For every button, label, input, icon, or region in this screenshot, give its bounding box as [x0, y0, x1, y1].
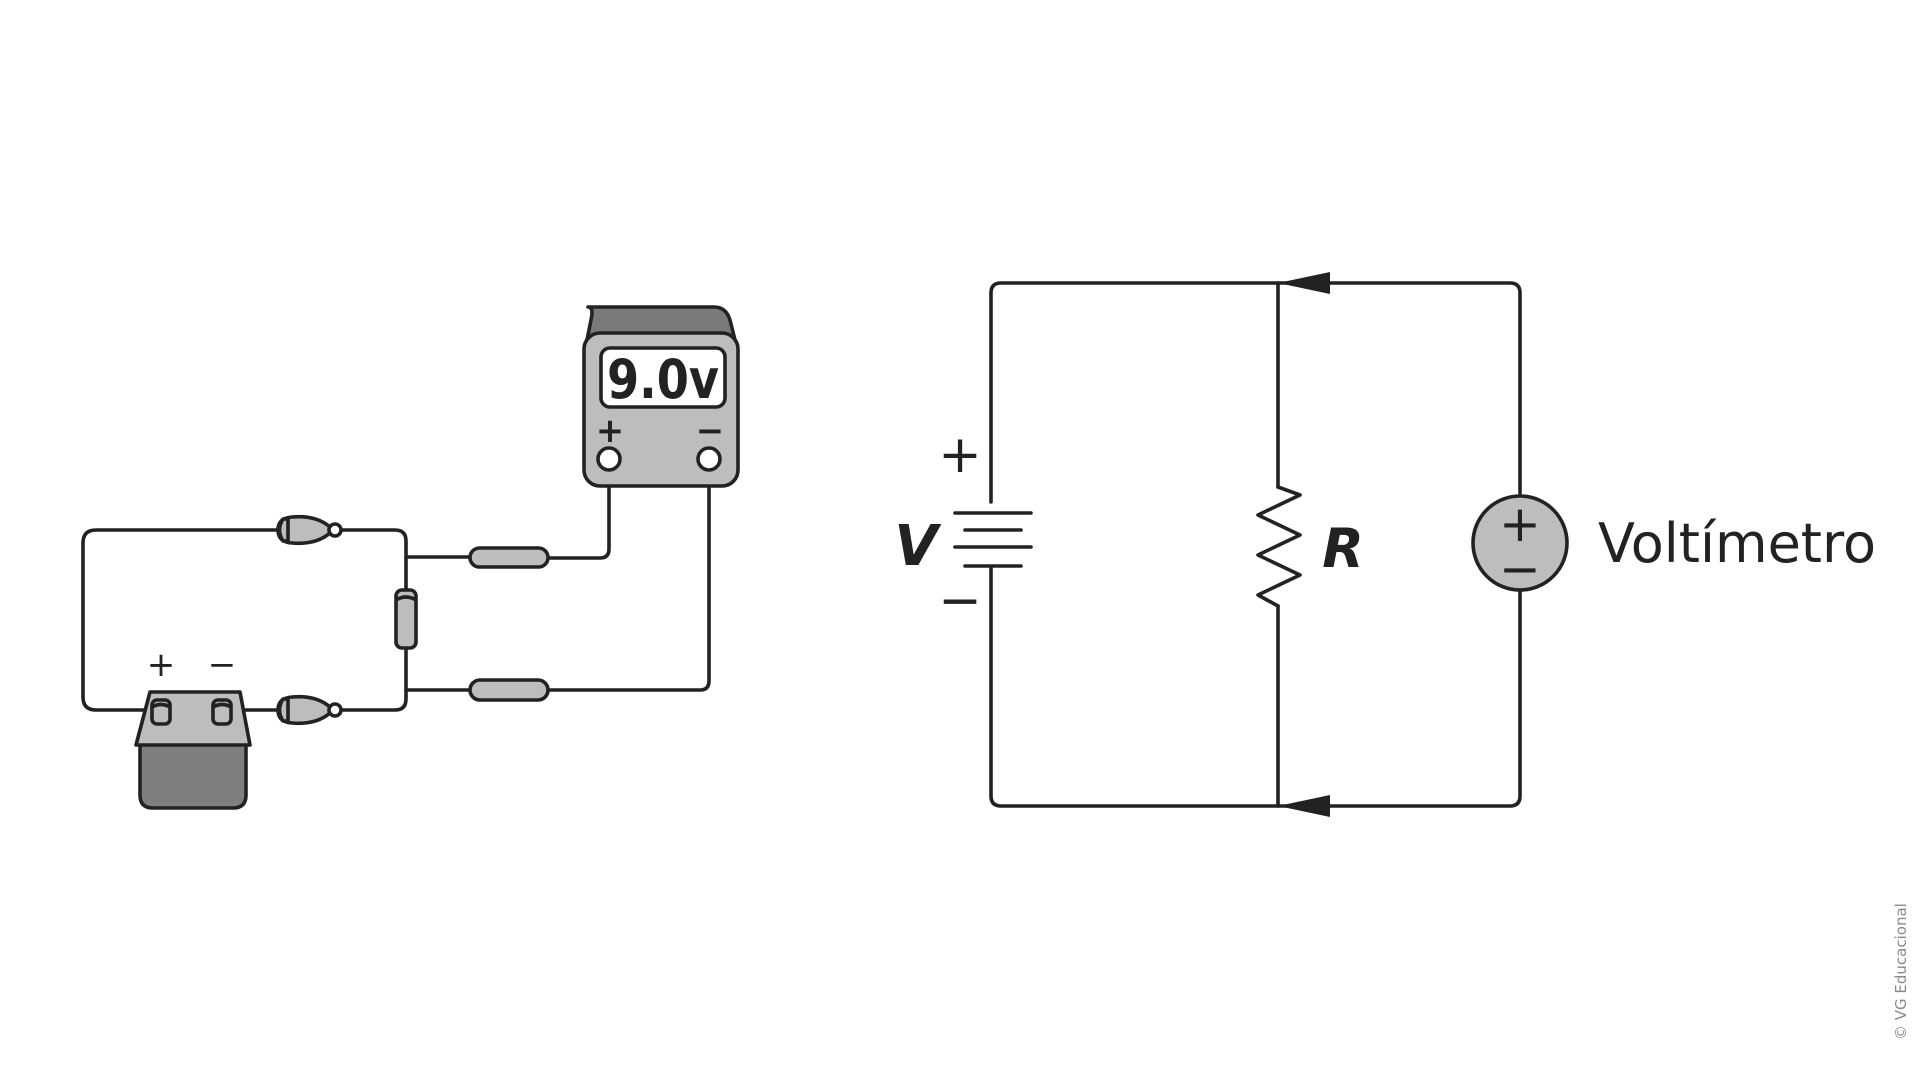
battery-plus-label: + — [147, 645, 176, 685]
alligator-clip-top — [276, 514, 343, 546]
source-plus-label: + — [938, 425, 982, 485]
schematic-left-loop — [989, 281, 1280, 808]
voltmeter-label: Voltímetro — [1598, 512, 1876, 575]
probe-handle-top — [468, 546, 550, 569]
voltmeter-display — [599, 346, 727, 409]
voltmeter-plus-label: + — [596, 411, 625, 451]
battery-pictorial: + − — [134, 645, 252, 810]
voltmeter-reading: 9.0v — [607, 348, 719, 411]
resistor-pictorial — [394, 588, 418, 650]
schematic-right-loop — [1276, 281, 1522, 808]
resistor-symbol — [1256, 485, 1302, 608]
voltmeter-pictorial: 9.0v + − — [582, 305, 740, 488]
current-arrow-top — [1278, 272, 1330, 294]
battery-terminal-positive — [150, 698, 172, 726]
copyright-credit: © VG Educacional — [1892, 903, 1910, 1040]
battery-symbol — [953, 511, 1033, 568]
lead-wire-negative — [546, 468, 711, 692]
circuit-loop-wire — [81, 528, 408, 712]
current-arrow-bottom — [1278, 795, 1330, 817]
lead-wire-positive — [546, 468, 611, 560]
battery-minus-label: − — [208, 645, 237, 685]
source-voltage-label: V — [894, 514, 942, 579]
voltmeter-symbol-plus: + — [1499, 495, 1541, 553]
resistor-label: R — [1322, 517, 1364, 580]
schematic-circuit: + − V R + − Voltímetro — [894, 272, 1876, 817]
source-minus-label: − — [938, 571, 982, 631]
probe-handle-bottom — [468, 678, 550, 702]
voltmeter-terminal-negative — [696, 446, 722, 472]
battery-terminal-negative — [211, 698, 233, 726]
voltmeter-terminal-positive — [596, 446, 622, 472]
alligator-clip-bottom — [276, 694, 343, 726]
voltmeter-symbol: + − — [1471, 494, 1569, 598]
resistor-pictorial-cap — [395, 595, 417, 602]
voltmeter-symbol-minus: − — [1499, 540, 1541, 598]
voltmeter-minus-label: − — [696, 411, 725, 451]
pictorial-circuit: + − 9.0v + − — [81, 305, 740, 810]
